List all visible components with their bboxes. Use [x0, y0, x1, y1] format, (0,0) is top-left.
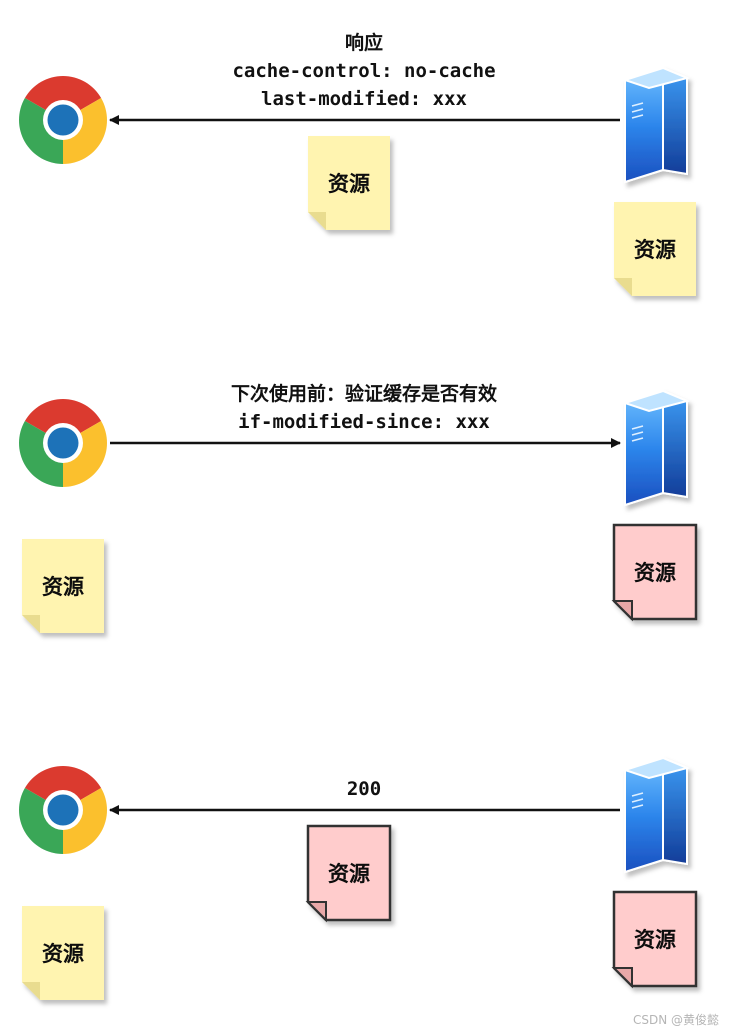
transit-resource-note: 资源 — [308, 136, 390, 230]
arrow-label-line: 200 — [347, 778, 381, 800]
server-resource-note: 资源 — [614, 202, 696, 296]
server-resource-note: 资源 — [611, 523, 698, 622]
browser-icon — [18, 766, 107, 855]
browser-icon — [18, 76, 107, 164]
arrow-label-line: 响应 — [345, 31, 383, 54]
note-label: 资源 — [634, 561, 676, 585]
note-label: 资源 — [328, 172, 370, 196]
transit-resource-note: 资源 — [305, 824, 392, 923]
arrow-label-line: cache-control: no-cache — [232, 60, 495, 82]
arrow-label-line: if-modified-since: xxx — [238, 411, 490, 433]
server-icon — [621, 66, 691, 184]
browser-icon — [18, 399, 107, 487]
server-resource-note: 资源 — [611, 890, 698, 989]
browser-cache-note: 资源 — [22, 539, 104, 633]
browser-cache-note: 资源 — [22, 906, 104, 1000]
note-label: 资源 — [634, 238, 676, 262]
note-label: 资源 — [42, 942, 84, 966]
arrow-label-line: last-modified: xxx — [261, 88, 467, 110]
note-label: 资源 — [328, 862, 370, 886]
note-label: 资源 — [634, 928, 676, 952]
arrow-label-line: 下次使用前：验证缓存是否有效 — [231, 382, 497, 405]
server-icon — [621, 756, 691, 874]
watermark: CSDN @黄俊懿 — [632, 1013, 719, 1027]
note-label: 资源 — [42, 575, 84, 599]
server-icon — [621, 389, 691, 507]
